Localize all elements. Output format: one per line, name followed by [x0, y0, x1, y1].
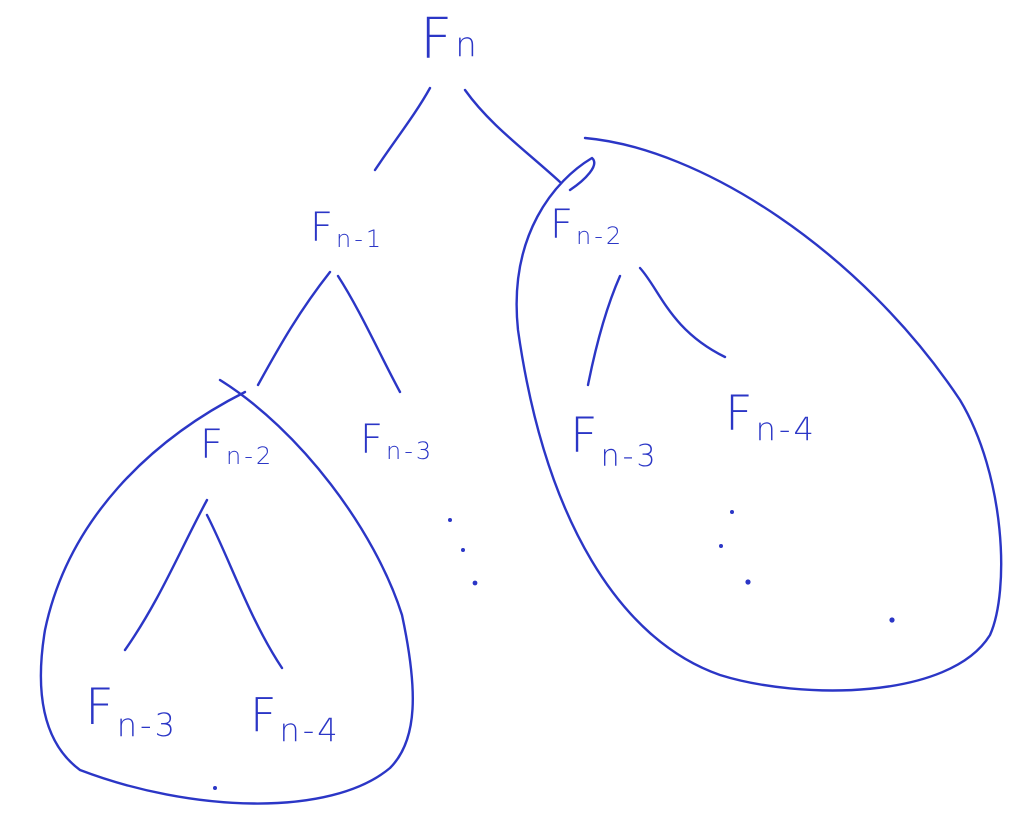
- edge-right-rightright: [638, 266, 727, 359]
- edge-ll-left: [123, 498, 209, 652]
- node-subscript: n-2: [226, 442, 275, 470]
- node-letter: F: [200, 422, 224, 468]
- node-subscript: n: [455, 25, 480, 65]
- node-letter: F: [85, 678, 114, 736]
- edge-left-leftleft: [256, 270, 332, 387]
- edge-left-leftright: [336, 274, 402, 394]
- node-letter: F: [570, 408, 598, 464]
- left-subtree-blob: [39, 378, 414, 805]
- ellipsis-dot: [719, 544, 723, 548]
- ellipsis-dot: [730, 510, 734, 514]
- node-letter: F: [360, 417, 384, 463]
- node-fn-4-right: Fn-4: [725, 390, 817, 445]
- node-subscript: n-4: [755, 410, 817, 448]
- ellipsis-dot: [889, 617, 895, 623]
- node-subscript: n-3: [116, 706, 178, 744]
- node-letter: F: [310, 205, 334, 251]
- ellipsis-dot: [213, 786, 217, 790]
- node-letter: F: [420, 7, 453, 72]
- edge-root-left: [373, 86, 432, 172]
- edge-ll-right: [205, 513, 284, 670]
- node-fn: Fn: [420, 12, 480, 68]
- node-subscript: n-1: [336, 225, 385, 253]
- edge-right-rightleft: [586, 274, 622, 387]
- ellipsis-dot: [745, 579, 751, 585]
- right-subtree-ellipse: [515, 136, 1003, 692]
- ellipsis-dot: [472, 580, 478, 586]
- node-subscript: n-3: [386, 437, 435, 465]
- node-subscript: n-3: [600, 439, 659, 474]
- node-letter: F: [725, 386, 753, 442]
- node-subscript: n-4: [279, 711, 341, 749]
- edge-root-right: [463, 88, 562, 184]
- node-letter: F: [550, 202, 574, 248]
- node-letter: F: [250, 688, 277, 742]
- ellipsis-dot: [448, 518, 452, 522]
- node-fn-3-bottom: Fn-3: [85, 682, 178, 741]
- node-fn-4-bottom: Fn-4: [250, 692, 341, 746]
- node-subscript: n-2: [576, 222, 625, 250]
- ellipsis-dot: [461, 548, 465, 552]
